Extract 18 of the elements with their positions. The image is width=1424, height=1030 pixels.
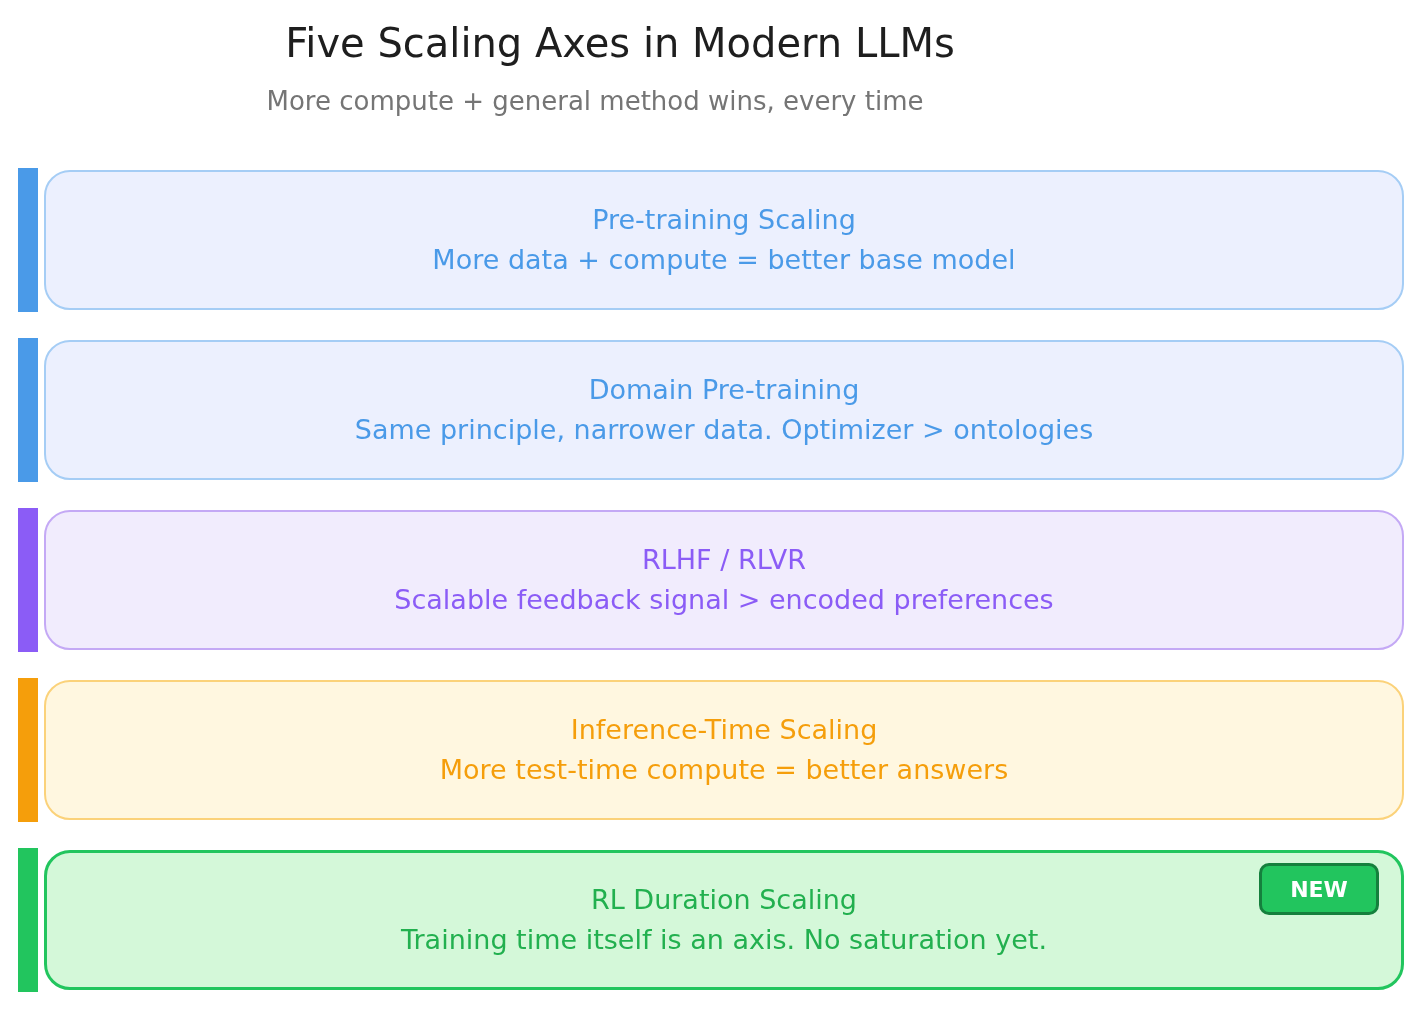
subtitle: More compute + general method wins, every time [265, 86, 925, 116]
card-description: Scalable feedback signal > encoded preferences [394, 583, 1054, 617]
diagram-title: Five Scaling Axes in Modern LLMs [284, 20, 956, 66]
scaling-axis-card [44, 170, 1404, 310]
card-description: Same principle, narrower data. Optimizer > ontologies [354, 413, 1094, 447]
card-heading: Inference-Time Scaling [570, 713, 878, 747]
card-heading: RLHF / RLVR [642, 543, 806, 577]
card-heading: Domain Pre-training [588, 373, 860, 407]
card-heading: Pre-training Scaling [592, 203, 856, 237]
scaling-axis-card [44, 850, 1404, 990]
card-heading: RL Duration Scaling [591, 883, 857, 917]
scaling-axis-card [44, 680, 1404, 820]
scaling-axis-card [44, 510, 1404, 650]
card-description: Training time itself is an axis. No saturation yet. [401, 923, 1047, 957]
card-description: More test-time compute = better answers [439, 753, 1009, 787]
scaling-axis-card [44, 340, 1404, 480]
card-description: More data + compute = better base model [432, 243, 1016, 277]
new-badge: NEW [1259, 863, 1379, 915]
